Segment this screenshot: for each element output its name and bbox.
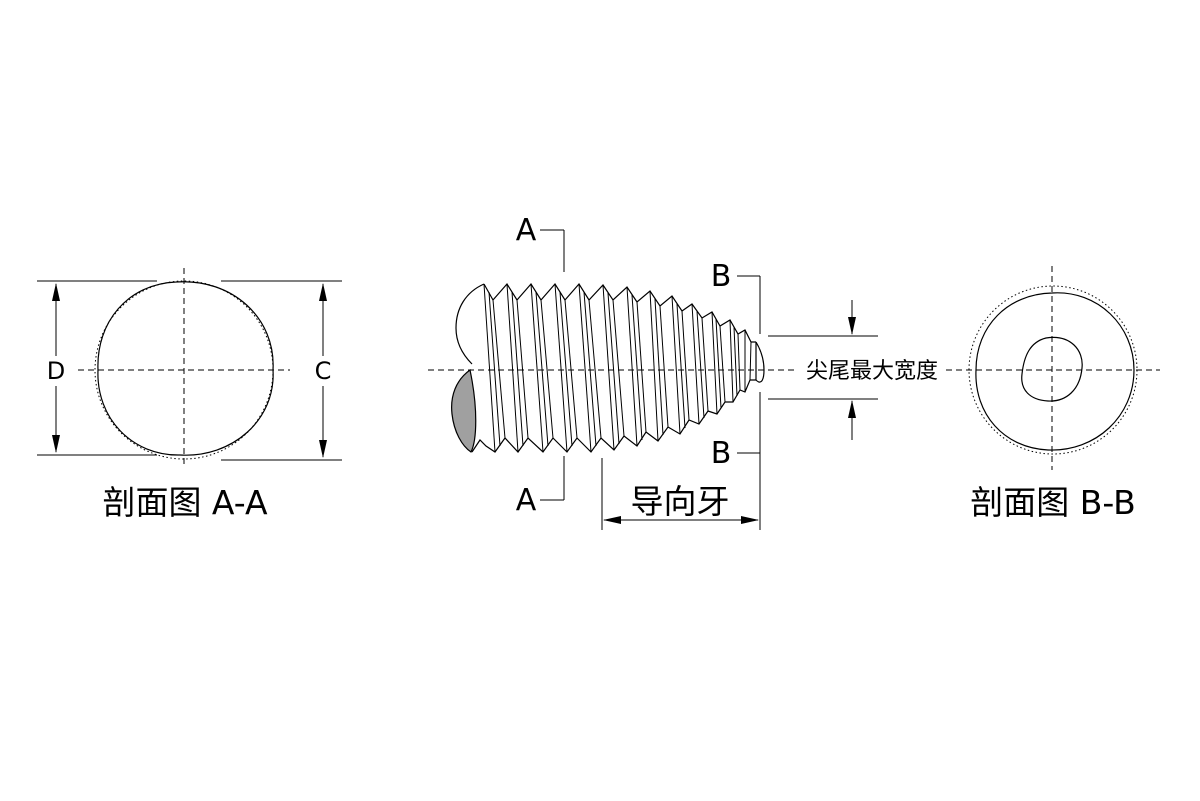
cut-label-b-bottom: B	[711, 436, 732, 471]
dimension-c-arrow-bottom	[319, 440, 327, 458]
section-aa-view: D C 剖面图 A-A	[37, 268, 342, 522]
section-bb-outer-profile	[975, 292, 1135, 451]
tip-width-arrow-bottom	[848, 400, 856, 418]
screw-shaded-cap	[451, 368, 477, 453]
tip-width-arrow-top	[848, 317, 856, 335]
dimension-c-arrow-top	[319, 283, 327, 301]
screw-tip-end	[755, 341, 765, 383]
dimension-c-label: C	[315, 357, 332, 385]
thread-flank-lines	[483, 283, 752, 453]
cut-label-a-top: A	[516, 213, 537, 248]
section-aa-title: 剖面图 A-A	[102, 483, 268, 522]
tip-width-label: 尖尾最大宽度	[806, 359, 938, 384]
lead-thread-label: 导向牙	[631, 482, 730, 521]
dimension-d-arrow-bottom	[52, 435, 60, 453]
section-aa-lobed-profile	[97, 281, 274, 456]
cut-label-a-bottom: A	[516, 483, 537, 518]
section-bb-inner-core	[1021, 336, 1083, 402]
screw-side-view: A A B B 导向牙 尖尾最大宽度	[428, 213, 946, 530]
lead-thread-arrow-right	[741, 516, 759, 524]
section-bb-nominal-circle	[968, 285, 1138, 455]
screw-head-outline	[455, 283, 485, 365]
section-bb-title: 剖面图 B-B	[970, 483, 1136, 522]
dimension-d-label: D	[47, 357, 65, 385]
tip-width-label-backdrop	[798, 355, 946, 383]
section-bb-view: 剖面图 B-B	[946, 266, 1160, 522]
cut-label-b-top: B	[711, 259, 732, 294]
lead-thread-arrow-left	[603, 516, 621, 524]
dimension-d-arrow-top	[52, 283, 60, 301]
thread-bottom-profile	[471, 379, 756, 453]
